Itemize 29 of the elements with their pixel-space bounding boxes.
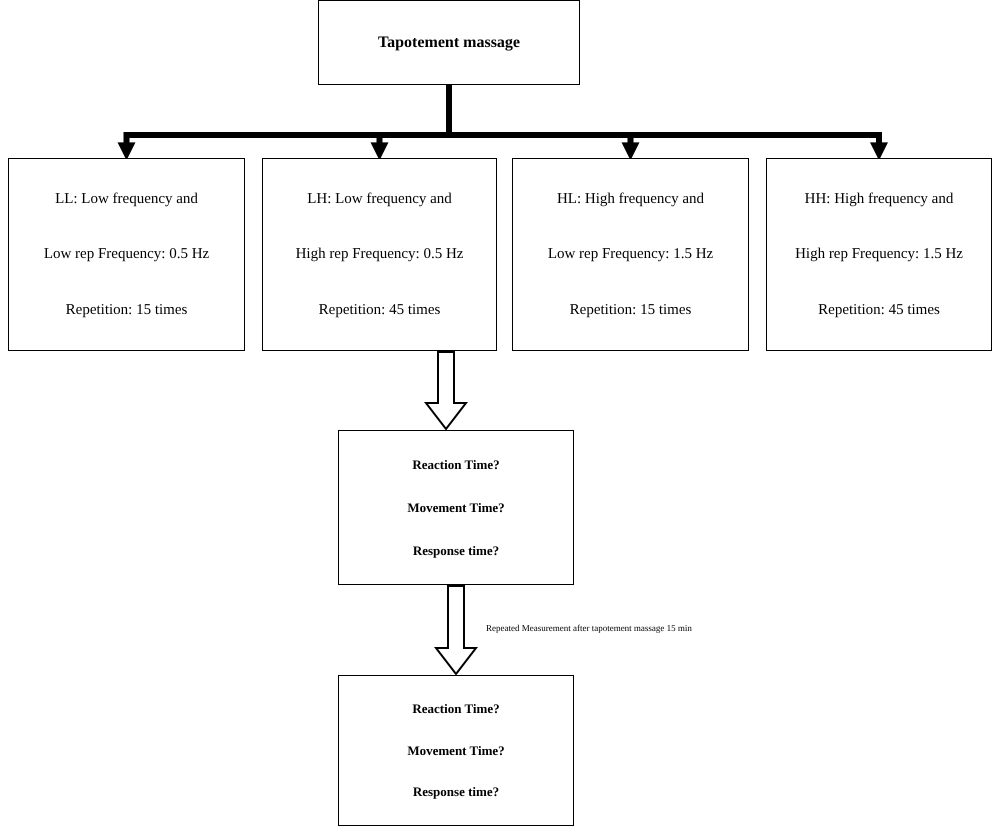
box-text: Reaction Time?	[412, 456, 500, 474]
box-text: Movement Time?	[407, 742, 505, 760]
box-text: Response time?	[412, 542, 500, 560]
hollow-arrow	[434, 585, 478, 676]
hollow-arrow	[424, 351, 468, 431]
box-text: Reaction Time?	[412, 700, 500, 718]
box-text: Movement Time?	[407, 498, 505, 517]
box-text: High rep Frequency: 1.5 Hz	[795, 245, 963, 264]
process-box	[338, 430, 574, 585]
process-box	[8, 158, 245, 351]
process-box	[766, 158, 992, 351]
box-text: HL: High frequency and	[556, 190, 704, 209]
box-text: Repetition: 15 times	[570, 300, 692, 320]
process-box	[318, 0, 580, 85]
box-text: LL: Low frequency and	[55, 190, 198, 209]
process-box	[512, 158, 749, 351]
box-text: LH: Low frequency and	[307, 190, 452, 209]
box-text: Repetition: 45 times	[318, 300, 440, 320]
edge-label: Repeated Measurement after tapotement massage 15 min	[486, 622, 692, 636]
box-text: Low rep Frequency: 0.5 Hz	[44, 245, 210, 264]
box-text: HH: High frequency and	[804, 190, 954, 209]
box-text: High rep Frequency: 0.5 Hz	[296, 245, 464, 264]
box-text: Repetition: 45 times	[818, 300, 940, 320]
box-text: Repetition: 15 times	[66, 300, 188, 320]
box-text: Tapotement massage	[378, 32, 520, 52]
process-box	[262, 158, 497, 351]
box-text: Low rep Frequency: 1.5 Hz	[548, 245, 714, 264]
process-box	[338, 675, 574, 826]
box-text: Response time?	[412, 783, 500, 802]
